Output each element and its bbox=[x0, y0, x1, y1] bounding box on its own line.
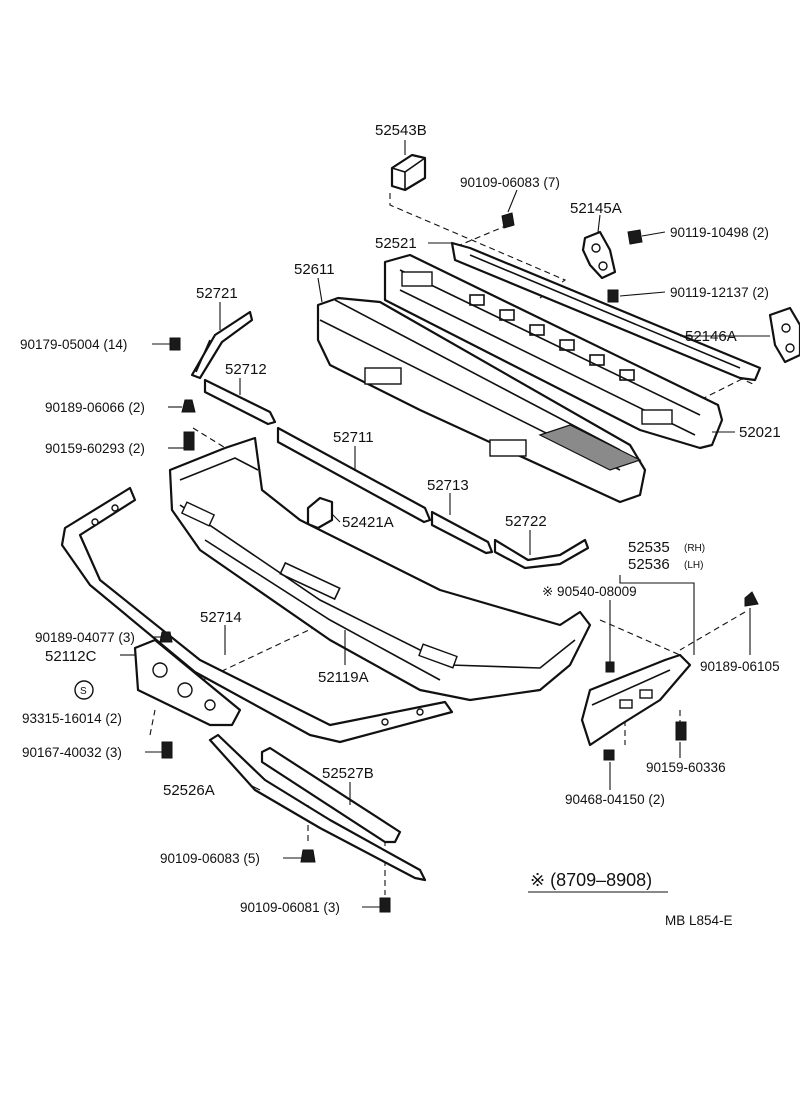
fasteners: S bbox=[74, 212, 759, 913]
pad-52421A bbox=[306, 496, 334, 530]
retainer-52721 bbox=[190, 310, 254, 380]
label-52712: 52712 bbox=[225, 361, 267, 378]
label-52543B: 52543B bbox=[375, 122, 427, 139]
label-90119-12137: 90119-12137 (2) bbox=[670, 285, 769, 300]
label-lh: (LH) bbox=[684, 560, 703, 571]
part-labels: 52543B 90109-06083 (7) 52145A 90119-1049… bbox=[20, 122, 781, 915]
strip-52527B bbox=[260, 746, 402, 844]
label-90540-08009: ※ 90540-08009 bbox=[542, 584, 637, 599]
label-90167-40032: 90167-40032 (3) bbox=[22, 745, 122, 760]
label-52526A: 52526A bbox=[163, 782, 215, 799]
label-rh: (RH) bbox=[684, 543, 705, 554]
label-52521: 52521 bbox=[375, 235, 417, 252]
label-52611: 52611 bbox=[294, 261, 335, 278]
label-52711: 52711 bbox=[333, 429, 374, 446]
label-90159-60336: 90159-60336 bbox=[646, 760, 726, 775]
footer-notes: ※ (8709–8908) MB L854-E bbox=[530, 870, 733, 928]
label-52527B: 52527B bbox=[322, 765, 374, 782]
side-bracket-52535 bbox=[580, 653, 692, 747]
label-52146A: 52146A bbox=[685, 328, 737, 345]
reinforcement-52521 bbox=[450, 241, 762, 382]
molding-52714 bbox=[60, 486, 454, 744]
absorber-52611 bbox=[316, 296, 647, 504]
label-52145A: 52145A bbox=[570, 200, 622, 217]
reinforcement-52021 bbox=[383, 253, 724, 450]
label-90468-04150: 90468-04150 (2) bbox=[565, 792, 665, 807]
diagram-code: MB L854-E bbox=[665, 913, 733, 928]
label-90109-06081: 90109-06081 (3) bbox=[240, 900, 340, 915]
label-90119-10498: 90119-10498 (2) bbox=[670, 225, 769, 240]
molding-52526A bbox=[208, 733, 427, 882]
label-52535: 52535 bbox=[628, 539, 670, 556]
label-90109-06083-5: 90109-06083 (5) bbox=[160, 851, 260, 866]
retainer-52713 bbox=[430, 510, 494, 555]
retainer-52711 bbox=[276, 426, 432, 524]
retainer-52722 bbox=[493, 538, 590, 570]
retainer-52712 bbox=[203, 378, 277, 426]
label-52112C: 52112C bbox=[45, 648, 97, 665]
label-93315-16014: 93315-16014 (2) bbox=[22, 711, 122, 726]
date-range-note: ※ (8709–8908) bbox=[530, 870, 652, 890]
license-bracket-52112C bbox=[133, 638, 242, 727]
label-90179-05004: 90179-05004 (14) bbox=[20, 337, 127, 352]
bracket-52145A bbox=[581, 230, 617, 280]
s-mark: S bbox=[80, 686, 87, 697]
label-52722: 52722 bbox=[505, 513, 547, 530]
pad-52543B bbox=[390, 153, 427, 192]
leader-lines bbox=[120, 140, 770, 908]
label-52714: 52714 bbox=[200, 609, 242, 626]
label-52721: 52721 bbox=[196, 285, 238, 302]
label-90159-60293: 90159-60293 (2) bbox=[45, 441, 145, 456]
label-52536: 52536 bbox=[628, 556, 670, 573]
label-52421A: 52421A bbox=[342, 514, 394, 531]
bumper-cover-52119A bbox=[168, 436, 592, 702]
label-90189-06066: 90189-06066 (2) bbox=[45, 400, 145, 415]
label-52119A: 52119A bbox=[318, 669, 369, 686]
label-52021: 52021 bbox=[739, 424, 781, 441]
label-90189-06105: 90189-06105 bbox=[700, 659, 780, 674]
label-90189-04077: 90189-04077 (3) bbox=[35, 630, 135, 645]
label-90109-06083-7: 90109-06083 (7) bbox=[460, 175, 560, 190]
label-52713: 52713 bbox=[427, 477, 469, 494]
bracket-52146A bbox=[768, 306, 800, 364]
